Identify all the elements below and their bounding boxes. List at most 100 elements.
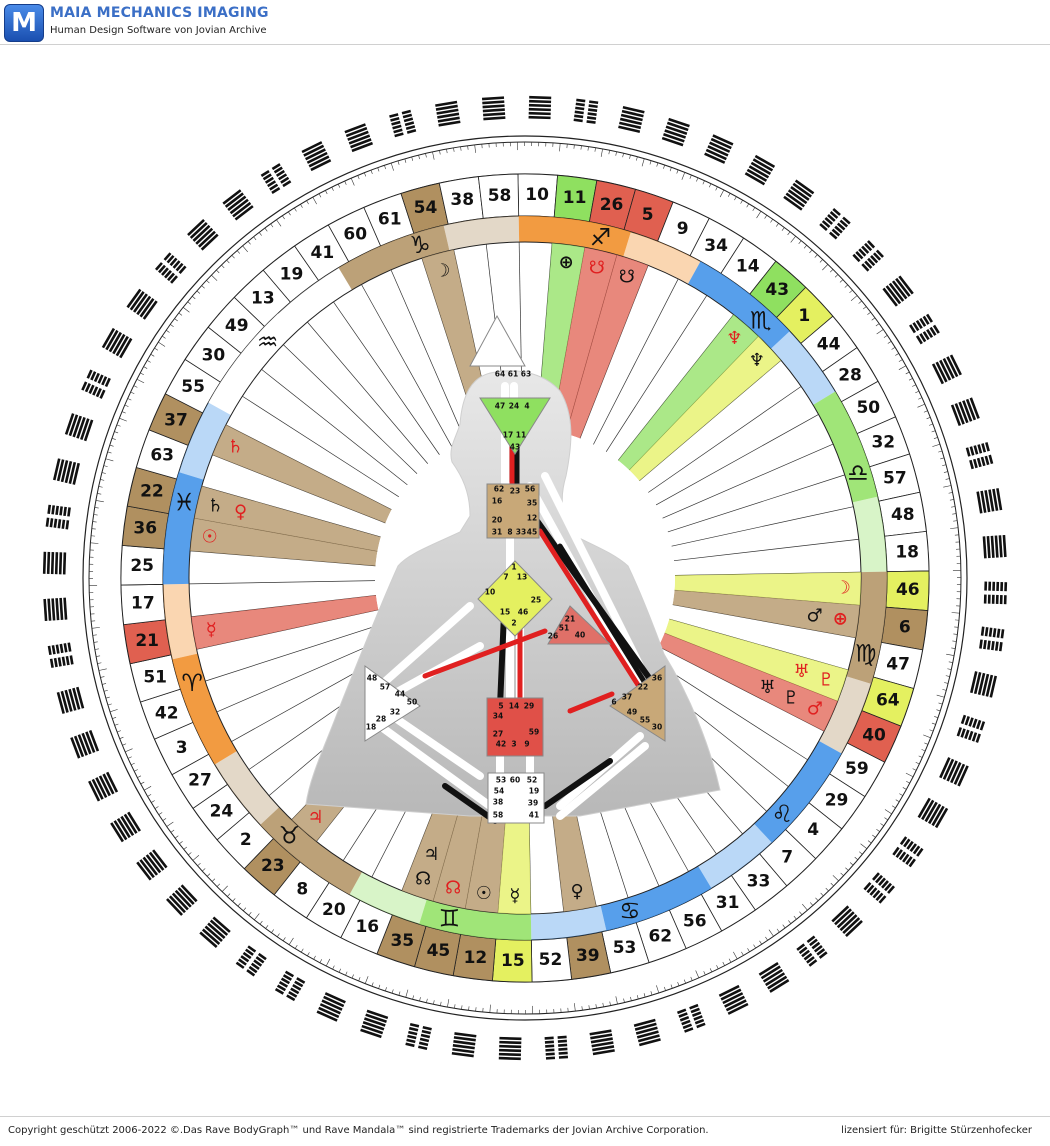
gate-label: 30 <box>652 723 662 732</box>
hexagram-icon <box>236 945 267 976</box>
hexagram-icon <box>966 442 994 469</box>
planet-icon: ♃ <box>308 807 324 828</box>
hexagram-icon <box>951 397 980 426</box>
hexagram-icon <box>102 328 133 358</box>
gate-number: 51 <box>143 668 167 688</box>
hexagram-icon <box>852 240 884 272</box>
gate-label: 18 <box>366 723 376 732</box>
gate-number: 29 <box>825 791 849 811</box>
zodiac-sign-icon: ♒ <box>257 328 279 356</box>
gate-number: 4 <box>807 820 819 840</box>
gate-number: 56 <box>683 911 707 931</box>
app-logo: M <box>4 4 44 42</box>
footer: Copyright geschützt 2006-2022 ©.Das Rave… <box>0 1116 1050 1146</box>
gate-label: 11 <box>516 431 526 440</box>
app-header: M MAIA MECHANICS IMAGING Human Design So… <box>0 0 1050 45</box>
gate-number: 8 <box>296 880 308 900</box>
gate-label: 35 <box>527 499 537 508</box>
hexagram-icon <box>46 505 71 530</box>
gate-label: 54 <box>494 787 504 796</box>
gate-number: 60 <box>343 225 367 245</box>
planet-icon: ♅ <box>794 661 810 682</box>
gate-label: 28 <box>376 715 386 724</box>
license-text: lizensiert für: Brigitte Stürzenhofecker <box>841 1125 1032 1136</box>
gate-number: 36 <box>133 518 157 538</box>
gate-label: 49 <box>627 708 637 717</box>
hexagram-icon <box>43 598 67 621</box>
gate-label: 58 <box>493 811 503 820</box>
gate-number: 43 <box>765 280 789 300</box>
gate-label: 27 <box>493 730 503 739</box>
hexagram-icon <box>783 180 814 211</box>
gate-number: 26 <box>600 195 624 215</box>
gate-label: 34 <box>493 712 503 721</box>
gate-number: 49 <box>225 316 249 336</box>
gate-label: 3 <box>511 740 516 749</box>
hexagram-icon <box>70 730 99 759</box>
hexagram-icon <box>976 488 1002 513</box>
gate-number: 57 <box>883 468 907 488</box>
gate-label: 21 <box>565 615 575 624</box>
gate-label: 43 <box>510 443 520 452</box>
gate-number: 50 <box>856 398 880 418</box>
gate-number: 46 <box>896 580 920 600</box>
gate-number: 37 <box>164 410 188 430</box>
gate-number: 17 <box>131 593 155 613</box>
gate-label: 13 <box>517 573 527 582</box>
gate-number: 54 <box>414 198 438 218</box>
planet-icon: ☿ <box>206 620 217 641</box>
hexagram-icon <box>317 992 346 1022</box>
gate-number: 28 <box>838 365 862 385</box>
gate-number: 16 <box>355 917 379 937</box>
gate-label: 15 <box>500 608 510 617</box>
gate-label: 6 <box>611 698 616 707</box>
hexagram-icon <box>222 189 253 220</box>
gate-label: 51 <box>559 624 569 633</box>
gate-number: 38 <box>450 190 474 210</box>
gate-number: 58 <box>488 186 512 206</box>
hexagram-icon <box>979 627 1004 652</box>
hexagram-icon <box>166 884 198 916</box>
gate-label: 7 <box>503 573 508 582</box>
hexagram-icon <box>53 458 80 485</box>
gate-number: 9 <box>677 219 689 239</box>
hexagram-icon <box>677 1004 706 1033</box>
gate-label: 10 <box>485 588 495 597</box>
planet-icon: ⊕ <box>559 252 574 273</box>
hexagram-icon <box>759 962 790 993</box>
hexagram-icon <box>918 798 949 828</box>
hexagram-icon <box>984 582 1007 605</box>
gate-number: 15 <box>501 951 525 971</box>
gate-label: 26 <box>548 632 558 641</box>
hexagram-icon <box>389 110 416 138</box>
planet-icon: ☋ <box>589 258 605 279</box>
hexagram-icon <box>155 252 186 283</box>
gate-label: 40 <box>575 631 585 640</box>
gate-number: 62 <box>648 926 672 946</box>
gate-label: 53 <box>496 776 506 785</box>
zodiac-sign-icon: ♐ <box>590 223 612 251</box>
gate-number: 45 <box>427 941 451 961</box>
hexagram-icon <box>719 985 749 1015</box>
gate-number: 35 <box>390 931 414 951</box>
gate-number: 34 <box>704 236 728 256</box>
copyright-text: Copyright geschützt 2006-2022 ©.Das Rave… <box>8 1125 709 1136</box>
gate-number: 61 <box>378 210 402 230</box>
gate-label: 60 <box>510 776 520 785</box>
gate-number: 25 <box>130 556 154 576</box>
zodiac-sign-icon: ♏ <box>750 307 772 335</box>
gate-label: 52 <box>527 776 537 785</box>
hexagram-icon <box>618 106 645 133</box>
hexagram-icon <box>81 370 111 399</box>
gate-number: 30 <box>202 345 226 365</box>
hexagram-icon <box>199 916 230 947</box>
hexagram-icon <box>819 208 850 239</box>
gate-number: 3 <box>176 738 188 758</box>
gate-label: 64 <box>495 370 505 379</box>
gate-label: 31 <box>492 528 502 537</box>
hexagram-icon <box>545 1036 568 1060</box>
gate-label: 56 <box>525 485 535 494</box>
zodiac-sign-icon: ♎ <box>847 459 869 487</box>
gate-label: 17 <box>503 431 513 440</box>
